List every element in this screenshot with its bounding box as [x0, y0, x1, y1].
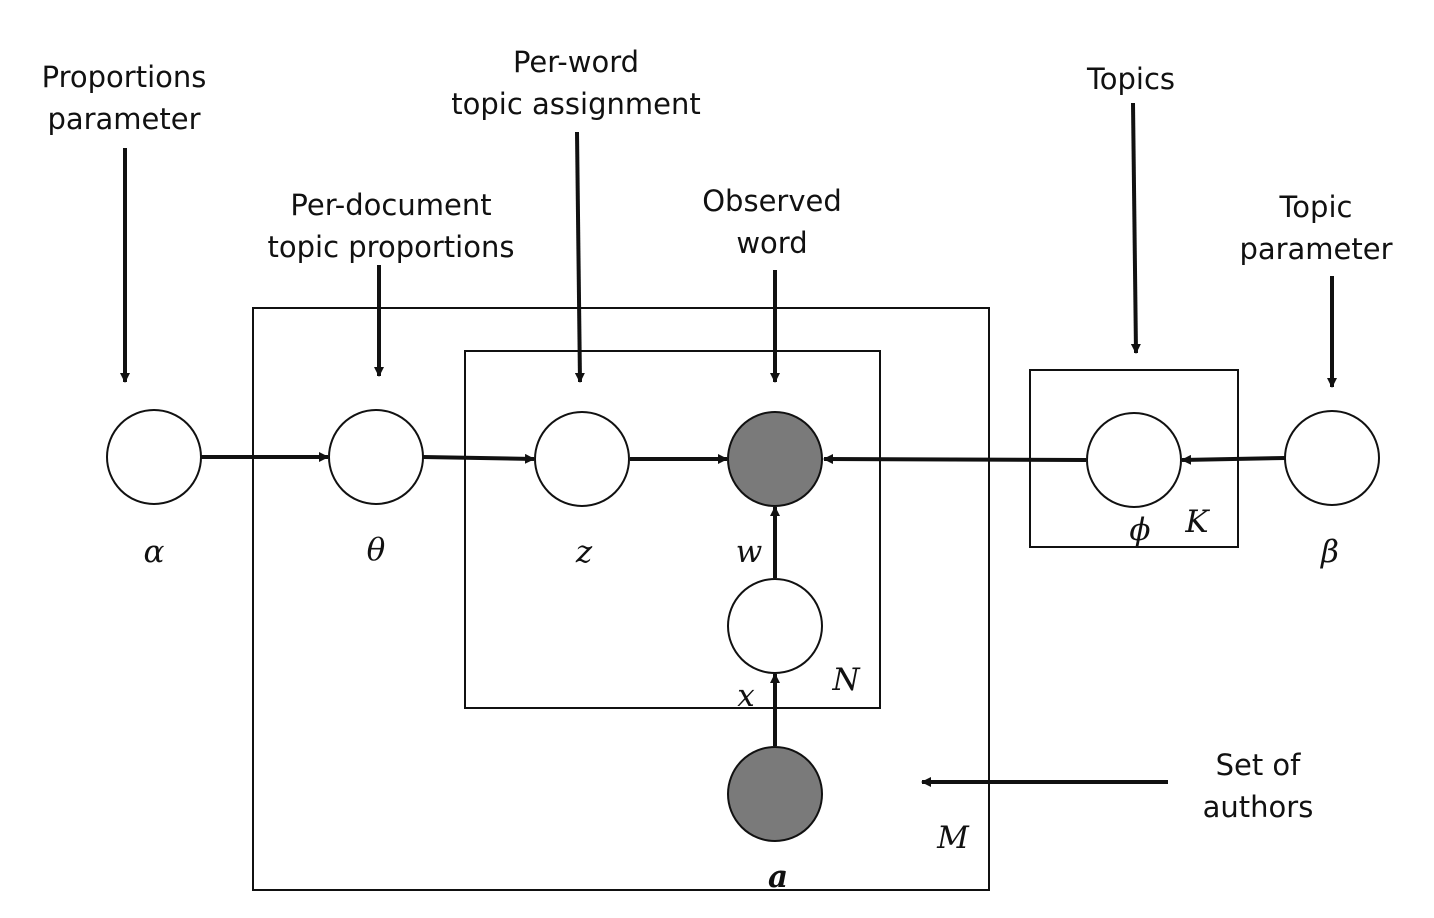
label-theta: θ — [367, 532, 386, 568]
pointer-topics — [1130, 102, 1141, 354]
annotation-observed-word-line1: Observed — [702, 184, 842, 218]
edge-phi-w — [823, 454, 1087, 465]
edge-theta-z — [422, 453, 535, 464]
annotation-observed-word-line2: word — [736, 226, 807, 260]
plate-label-n: N — [831, 662, 861, 698]
annotation-per-word-line1: Per-word — [513, 45, 639, 79]
node-alpha — [106, 409, 202, 505]
annotation-proportions-parameter-line2: parameter — [47, 102, 200, 136]
pointer-per-word-topic-assignment — [574, 131, 585, 383]
label-x: x — [737, 678, 755, 714]
plate-label-m: M — [936, 820, 970, 856]
plate-documents — [252, 307, 990, 891]
node-z — [534, 411, 630, 507]
annotation-per-document-line1: Per-document — [290, 188, 491, 222]
annotation-proportions-parameter-line1: Proportions — [42, 60, 207, 94]
annotation-topic-parameter-line2: parameter — [1239, 232, 1392, 266]
node-beta — [1284, 410, 1380, 506]
annotation-per-document-line2: topic proportions — [268, 230, 515, 264]
plate-label-k: K — [1184, 504, 1210, 540]
label-beta: β — [1320, 534, 1339, 570]
label-a: a — [768, 859, 788, 895]
node-a — [727, 746, 823, 842]
annotation-topic-parameter-line1: Topic — [1279, 190, 1353, 224]
label-w: w — [736, 534, 763, 570]
label-phi: ϕ — [1129, 512, 1150, 548]
annotation-per-word-line2: topic assignment — [451, 87, 700, 121]
annotation-set-of-authors-line2: authors — [1203, 790, 1314, 824]
label-z: z — [575, 534, 593, 570]
annotation-topics: Topics — [1086, 62, 1175, 96]
node-w — [727, 411, 823, 507]
edge-beta-phi — [1181, 454, 1286, 465]
node-theta — [328, 409, 424, 505]
node-phi — [1086, 412, 1182, 508]
node-x — [727, 578, 823, 674]
label-alpha: α — [144, 534, 165, 570]
annotation-set-of-authors-line1: Set of — [1216, 748, 1302, 782]
plate-words — [464, 350, 881, 709]
